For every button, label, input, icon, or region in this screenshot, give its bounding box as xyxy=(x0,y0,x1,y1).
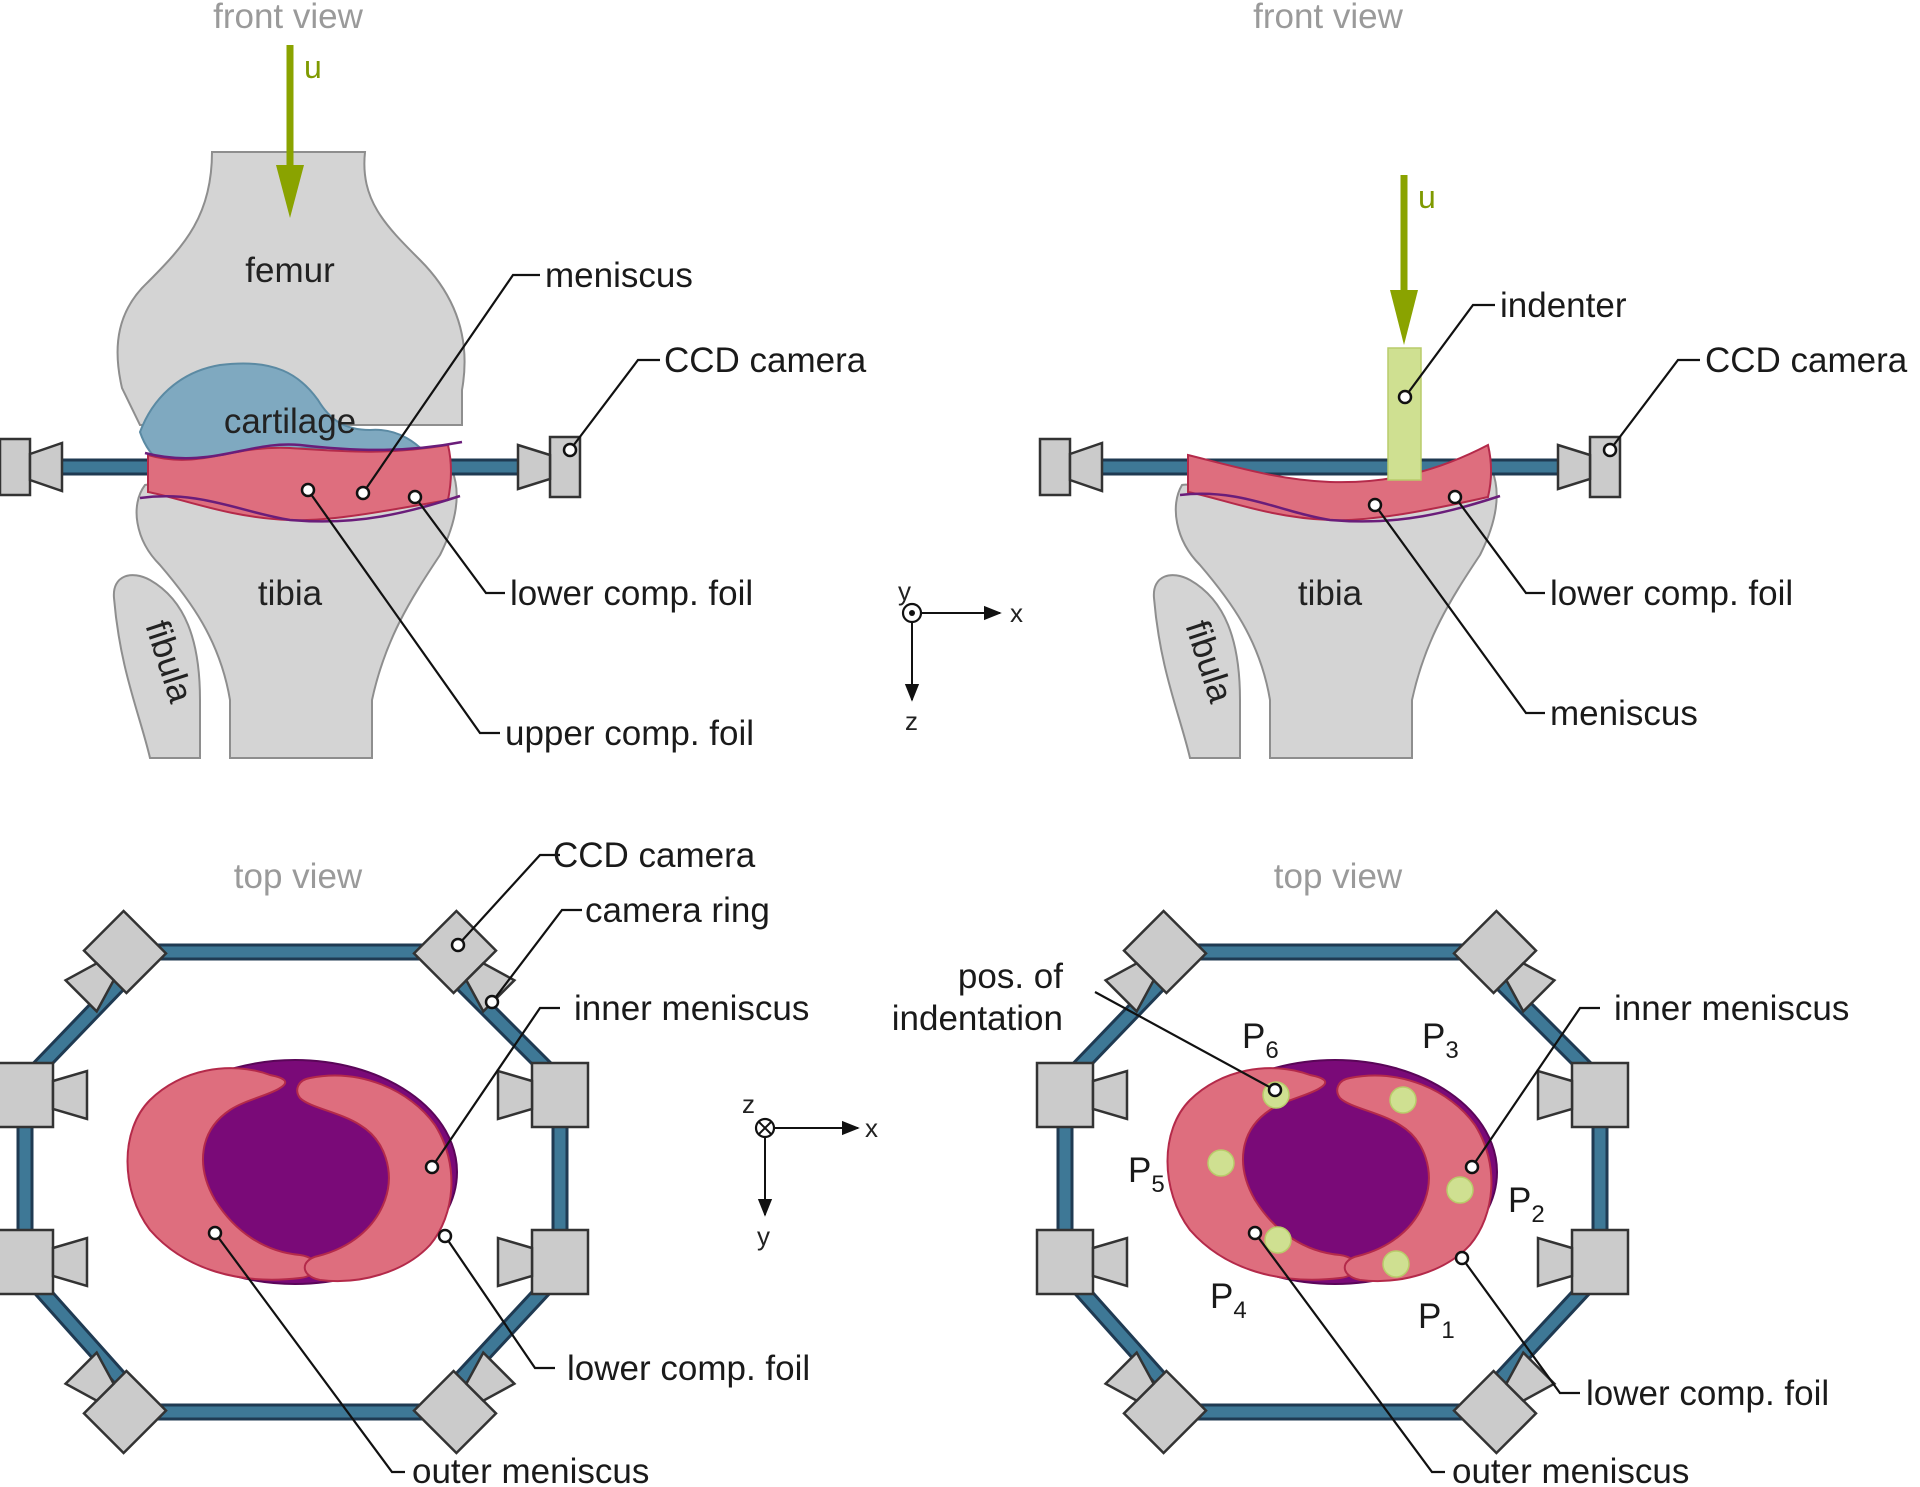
indentation-point-3 xyxy=(1389,1086,1417,1114)
point-label-1: P1 xyxy=(1418,1297,1455,1344)
label-lower-foil: lower comp. foil xyxy=(510,574,753,613)
label-meniscus: meniscus xyxy=(1550,694,1698,733)
tibia-label: tibia xyxy=(258,574,323,613)
axis-vertical: z xyxy=(905,706,918,736)
cartilage-label: cartilage xyxy=(224,402,356,441)
view-title: top view xyxy=(1274,857,1403,896)
inner-meniscus xyxy=(1336,1074,1493,1283)
front-view-right-panel: front view u tibia fibula indenter CCD c… xyxy=(1038,0,1908,759)
axis-normal: y xyxy=(898,576,911,606)
label-inner-meniscus: inner meniscus xyxy=(1614,989,1849,1028)
meniscus-front xyxy=(147,443,452,522)
label-outer-meniscus: outer meniscus xyxy=(1452,1452,1689,1487)
axis-vertical: y xyxy=(757,1221,770,1251)
label-ccd-camera: CCD camera xyxy=(664,341,867,380)
axis-triad-top: z x y xyxy=(742,1089,878,1251)
indentation-point-2 xyxy=(1446,1176,1474,1204)
top-view-left-panel: top view CCD camera camera ring inner me… xyxy=(0,836,810,1487)
axis-normal: z xyxy=(742,1089,755,1119)
view-title: top view xyxy=(234,857,363,896)
label-camera-ring: camera ring xyxy=(585,891,770,930)
label-lower-foil: lower comp. foil xyxy=(567,1349,810,1388)
fibula-bone xyxy=(112,574,201,759)
point-label-6: P6 xyxy=(1242,1017,1279,1064)
point-label-4: P4 xyxy=(1210,1277,1247,1324)
label-ccd-camera: CCD camera xyxy=(553,836,756,875)
axis-triad-front: y x z xyxy=(898,576,1023,736)
label-upper-foil: upper comp. foil xyxy=(505,714,754,753)
inner-meniscus xyxy=(296,1074,453,1283)
load-label: u xyxy=(1418,179,1436,215)
label-pos-line1: pos. of xyxy=(958,957,1063,996)
indentation-point-5 xyxy=(1207,1149,1235,1177)
top-view-right-panel: top view P6 P3 P5 P2 P4 P1 pos. of inden… xyxy=(892,857,1850,1487)
indenter-block xyxy=(1387,347,1422,481)
axis-horizontal: x xyxy=(1010,598,1023,628)
label-lower-foil: lower comp. foil xyxy=(1586,1374,1829,1413)
indentation-point-4 xyxy=(1264,1226,1292,1254)
view-title: front view xyxy=(1253,0,1403,36)
label-ccd-camera: CCD camera xyxy=(1705,341,1908,380)
label-inner-meniscus: inner meniscus xyxy=(574,989,809,1028)
label-meniscus: meniscus xyxy=(545,256,693,295)
load-label: u xyxy=(304,49,322,85)
point-label-3: P3 xyxy=(1422,1017,1459,1064)
label-lower-foil: lower comp. foil xyxy=(1550,574,1793,613)
ccd-camera-left xyxy=(0,437,64,497)
front-view-left-panel: front view u femur cartilage tibia fibul… xyxy=(0,0,867,759)
label-pos-line2: indentation xyxy=(892,999,1063,1038)
fibula-bone xyxy=(1152,574,1241,759)
point-label-2: P2 xyxy=(1508,1181,1545,1228)
ccd-camera-left xyxy=(1038,437,1104,497)
view-title: front view xyxy=(213,0,363,36)
load-arrow-icon xyxy=(1390,290,1418,345)
label-outer-meniscus: outer meniscus xyxy=(412,1452,649,1487)
label-indenter: indenter xyxy=(1500,286,1627,325)
load-arrow-icon xyxy=(276,165,304,218)
femur-bone xyxy=(116,151,466,426)
femur-label: femur xyxy=(245,251,335,290)
tibia-label: tibia xyxy=(1298,574,1363,613)
indentation-point-1 xyxy=(1382,1250,1410,1278)
axis-horizontal: x xyxy=(865,1113,878,1143)
point-label-5: P5 xyxy=(1128,1151,1165,1198)
meniscus-front xyxy=(1187,443,1492,522)
